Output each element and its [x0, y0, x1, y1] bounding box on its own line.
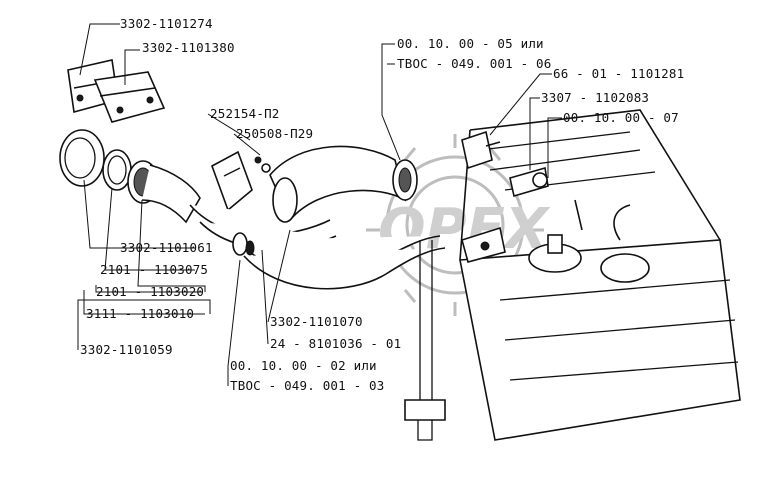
label-00-10-00-05: 00. 10. 00 - 05 или [397, 36, 544, 51]
label-250508-p29: 250508-П29 [236, 126, 313, 141]
label-3111-1103010: 3111 - 1103010 [86, 306, 194, 321]
label-tvos-049-001-03: ТВОС - 049. 001 - 03 [230, 378, 385, 393]
label-00-10-00-02: 00. 10. 00 - 02 или [230, 358, 377, 373]
label-66-01-1101281: 66 - 01 - 1101281 [553, 66, 684, 81]
fuel-tank [459, 109, 741, 441]
bracket-plates [67, 59, 166, 123]
vent-tube [404, 240, 446, 441]
label-3302-1101070: 3302-1101070 [270, 314, 363, 329]
label-3302-1101059: 3302-1101059 [80, 342, 173, 357]
label-3302-1101274: 3302-1101274 [120, 16, 213, 31]
small-fittings [461, 130, 549, 263]
mount-bracket [211, 150, 271, 212]
label-252154-p2: 252154-П2 [210, 106, 280, 121]
label-00-10-00-07: 00. 10. 00 - 07 [563, 110, 679, 125]
label-tvos-049-001-06: ТВОС - 049. 001 - 06 [397, 56, 552, 71]
label-24-8101036-01: 24 - 8101036 - 01 [270, 336, 401, 351]
label-2101-1103020: 2101 - 1103020 [96, 284, 204, 299]
leader-lines [77, 23, 562, 386]
label-2101-1103075: 2101 - 1103075 [100, 262, 208, 277]
label-3307-1102083: 3307 - 1102083 [541, 90, 649, 105]
label-3302-1101061: 3302-1101061 [120, 240, 213, 255]
filler-cap-assembly [59, 129, 201, 224]
label-3302-1101380: 3302-1101380 [142, 40, 235, 55]
part-labels: 3302-1101274 3302-1101380 252154-П2 2505… [80, 16, 684, 393]
filler-neck-hoses [189, 145, 446, 290]
